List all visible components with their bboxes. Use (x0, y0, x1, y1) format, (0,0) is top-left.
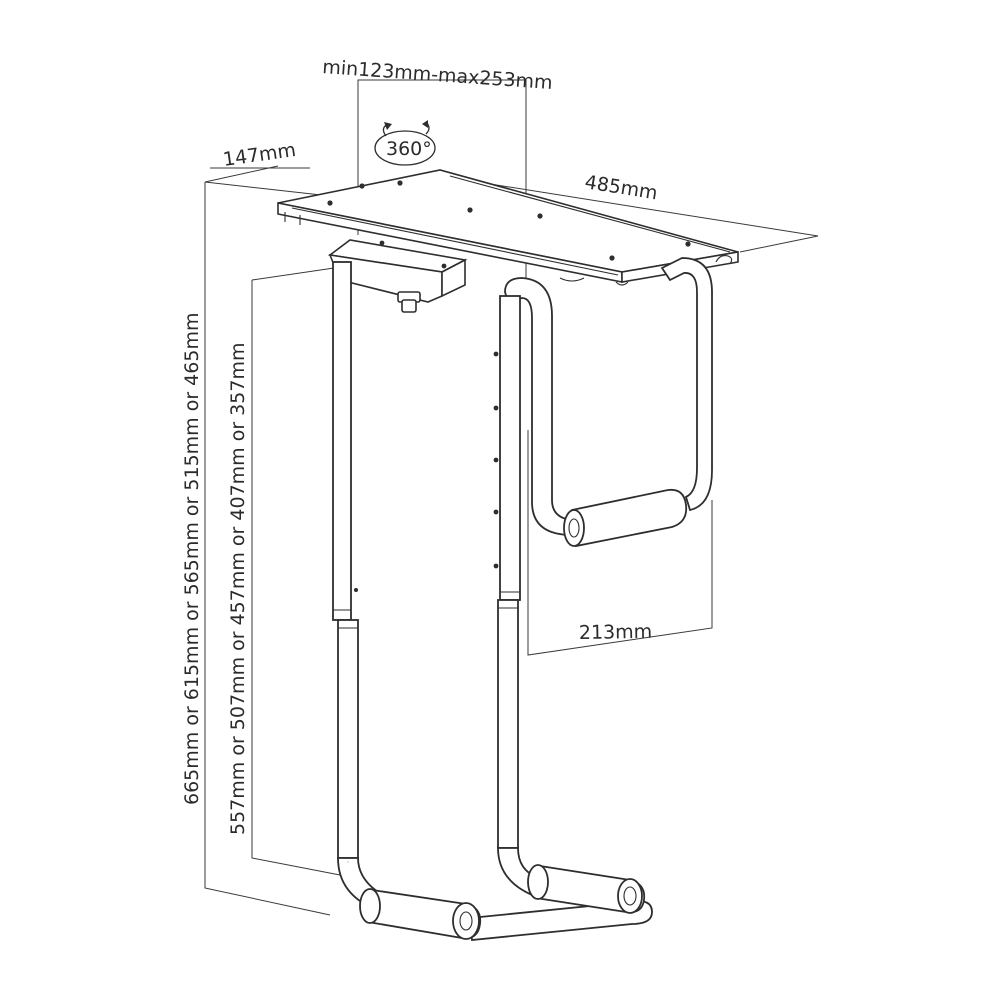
base-feet (359, 864, 653, 941)
rotating-bracket (327, 239, 468, 313)
depth-label: 147mm (222, 139, 298, 171)
top-mounting-plate (277, 169, 739, 286)
outer-height-label: 665mm or 615mm or 565mm or 515mm or 465m… (181, 313, 203, 805)
inner-height-label: 557mm or 507mm or 457mm or 407mm or 357m… (227, 343, 249, 835)
dimension-lines (204, 79, 819, 916)
rotation-label: 360° (386, 138, 432, 160)
rotate-360-icon: 360° (374, 120, 436, 166)
clamp-width-label: min123mm-max253mm (322, 56, 554, 94)
length-label: 485mm (583, 171, 659, 204)
inner-width-label: 213mm (579, 621, 653, 644)
rear-frame-tube (504, 257, 713, 548)
left-column (332, 261, 380, 910)
